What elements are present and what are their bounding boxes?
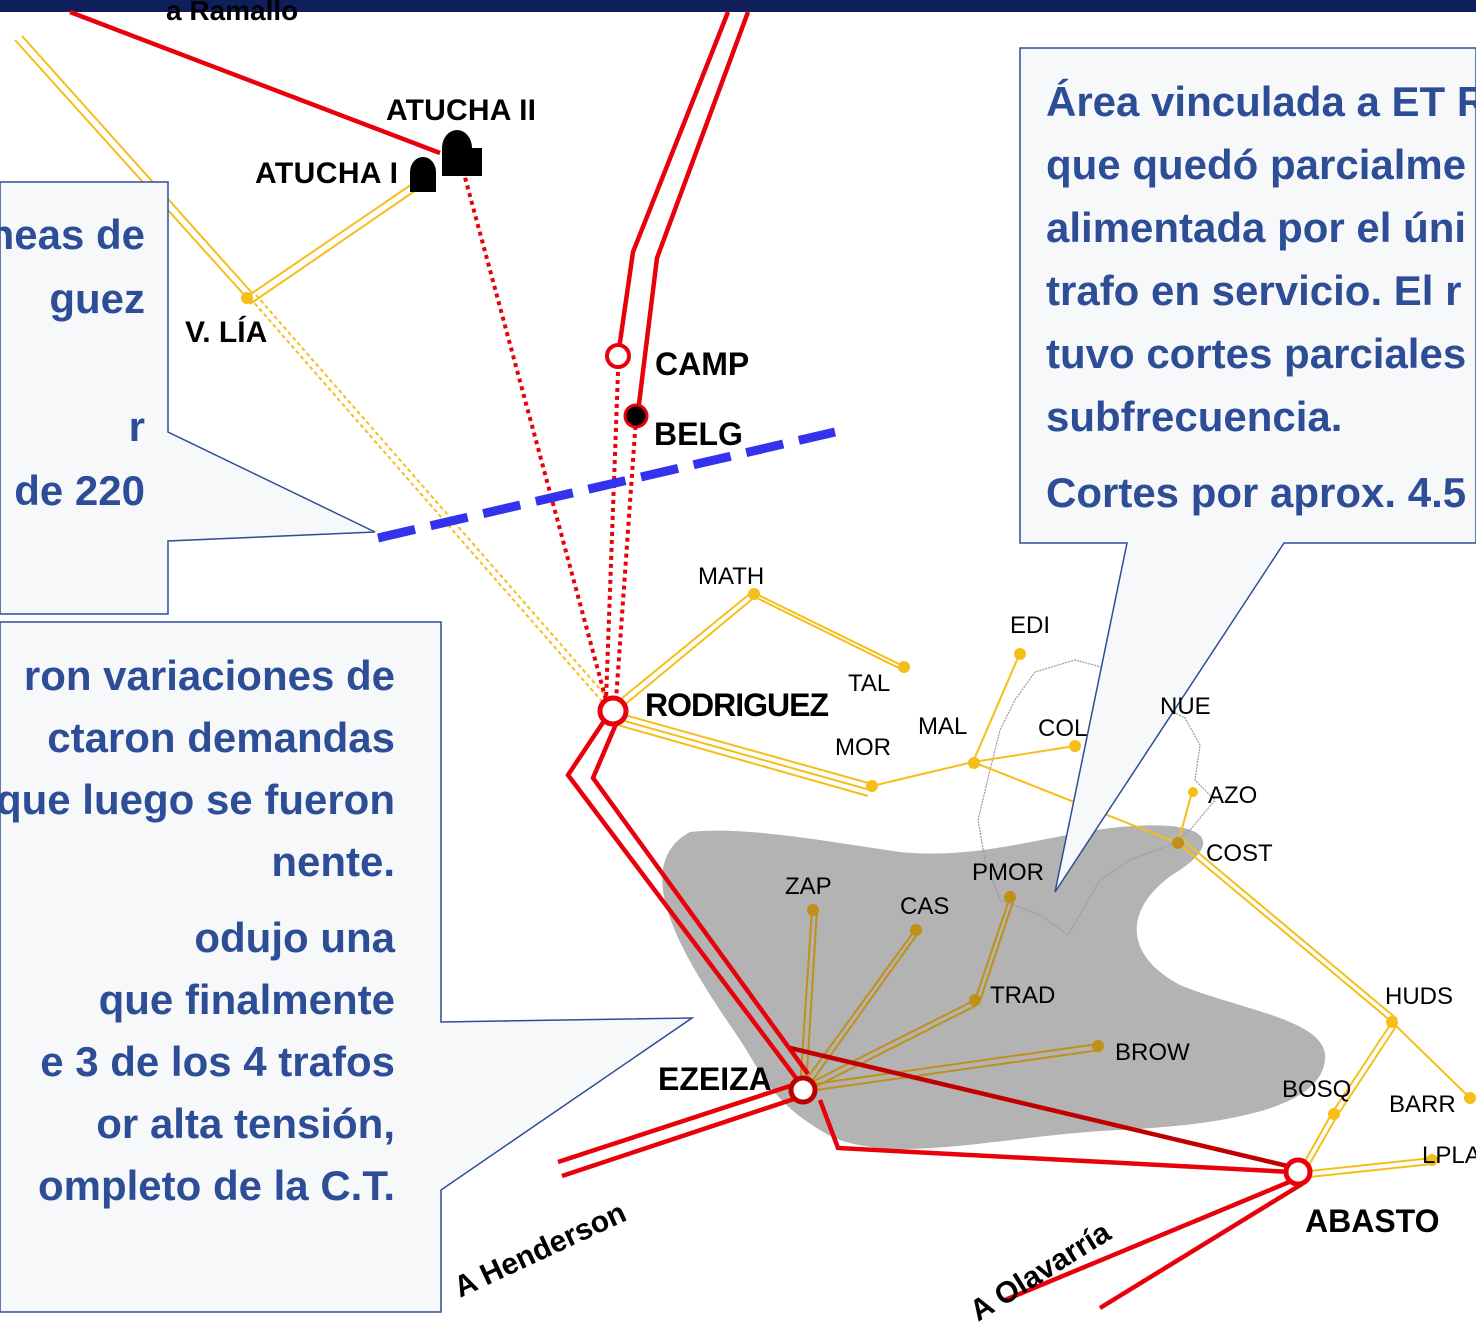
lines-500kv <box>69 9 1304 1310</box>
label-azo: AZO <box>1208 782 1257 809</box>
vlia-dotted-line <box>249 294 613 707</box>
callout-left-bottom-box <box>0 621 695 1313</box>
callout-left-top-text: neas de guez r de 220 <box>0 203 145 523</box>
label-camp: CAMP <box>655 346 749 382</box>
callout-left-top-line: guez <box>49 275 145 322</box>
callout-right-line: tuvo cortes parciales <box>1046 330 1467 377</box>
label-vlia: V. LÍA <box>185 315 267 349</box>
callout-left-bottom-line: que luego se fueron <box>0 776 395 823</box>
line-500kv-ezeiza-abasto <box>789 1045 1297 1171</box>
callout-right-line: alimentada por el úni <box>1046 204 1467 251</box>
belg-station-marker <box>623 403 649 429</box>
callout-right-extra: Cortes por aprox. 4.5 <box>1046 469 1467 516</box>
label-rodriguez: RODRIGUEZ <box>645 687 829 723</box>
atucha-1-building-icon <box>410 157 436 192</box>
callout-left-top-box <box>0 181 376 615</box>
label-huds: HUDS <box>1385 983 1453 1010</box>
label-edi: EDI <box>1010 612 1050 639</box>
rodriguez-station-marker <box>597 695 629 727</box>
label-brow: BROW <box>1115 1039 1190 1066</box>
label-nue: NUE <box>1160 693 1211 720</box>
dotted-500kv-lines <box>461 169 638 701</box>
label-mal: MAL <box>918 713 967 740</box>
cut-line <box>376 427 837 543</box>
label-math: MATH <box>698 563 764 590</box>
label-belg: BELG <box>654 416 743 452</box>
callout-left-bottom-line: or alta tensión, <box>96 1100 395 1147</box>
top-title-bar <box>0 0 1476 12</box>
callout-left-bottom-line: ctaron demandas <box>47 714 395 761</box>
atucha-2-building-icon <box>442 130 482 176</box>
lines-220kv-area <box>799 896 1101 1094</box>
callout-left-bottom-line: ron variaciones de <box>23 652 395 699</box>
label-atucha-1: ATUCHA I <box>255 157 398 190</box>
city-outline <box>977 659 1216 936</box>
label-barr: BARR <box>1389 1091 1456 1118</box>
label-cas: CAS <box>900 893 949 920</box>
callout-left-bottom-line: que finalmente <box>98 976 395 1023</box>
label-zap: ZAP <box>785 873 832 900</box>
callout-right-line: que quedó parcialme <box>1046 141 1467 188</box>
callout-left-top-line: de 220 <box>14 467 145 514</box>
callout-left-bottom-line: e 3 de los 4 trafos <box>40 1038 395 1085</box>
callout-left-bottom-text: ron variaciones de ctaron demandas que l… <box>0 645 395 1217</box>
callout-right-line: subfrecuencia. <box>1046 393 1343 440</box>
substation-nodes-area <box>807 837 1184 1052</box>
label-mor: MOR <box>835 734 891 761</box>
label-lpla: LPLA <box>1422 1142 1476 1169</box>
label-olavarria: A Olavarría <box>964 1216 1117 1323</box>
callout-left-top-line: r <box>128 403 145 450</box>
callout-right-line: Área vinculada a ET R <box>1046 78 1476 125</box>
callout-left-bottom-line: ompleto de la C.T. <box>37 1162 395 1209</box>
label-tal: TAL <box>848 670 890 697</box>
label-pmor: PMOR <box>972 859 1044 886</box>
callout-right-line: trafo en servicio. El r <box>1046 267 1462 314</box>
affected-area <box>662 825 1326 1149</box>
label-cost: COST <box>1206 840 1273 867</box>
callout-left-bottom-line: odujo una <box>194 914 395 961</box>
callout-left-bottom-line: nente. <box>271 838 395 885</box>
label-henderson: A Henderson <box>449 1196 631 1304</box>
substation-nodes-220kv <box>241 292 1476 1166</box>
label-col: COL <box>1038 715 1087 742</box>
abasto-station-marker <box>1283 1157 1313 1187</box>
callout-right-text: Área vinculada a ET R que quedó parcialm… <box>1046 70 1476 524</box>
label-trad: TRAD <box>990 982 1055 1009</box>
callout-left-top-line: neas de <box>0 211 145 258</box>
ezeiza-station-marker <box>788 1075 818 1105</box>
camp-station-marker <box>605 343 631 369</box>
label-ramallo: a Ramallo <box>166 0 298 26</box>
label-abasto: ABASTO <box>1305 1203 1440 1239</box>
callout-left-top-line <box>0 331 145 395</box>
lines-220kv <box>14 35 1471 1179</box>
label-atucha-2: ATUCHA II <box>386 94 536 127</box>
label-ezeiza: EZEIZA <box>658 1061 772 1097</box>
callout-right-box <box>1019 47 1476 893</box>
label-bosq: BOSQ <box>1282 1076 1351 1103</box>
